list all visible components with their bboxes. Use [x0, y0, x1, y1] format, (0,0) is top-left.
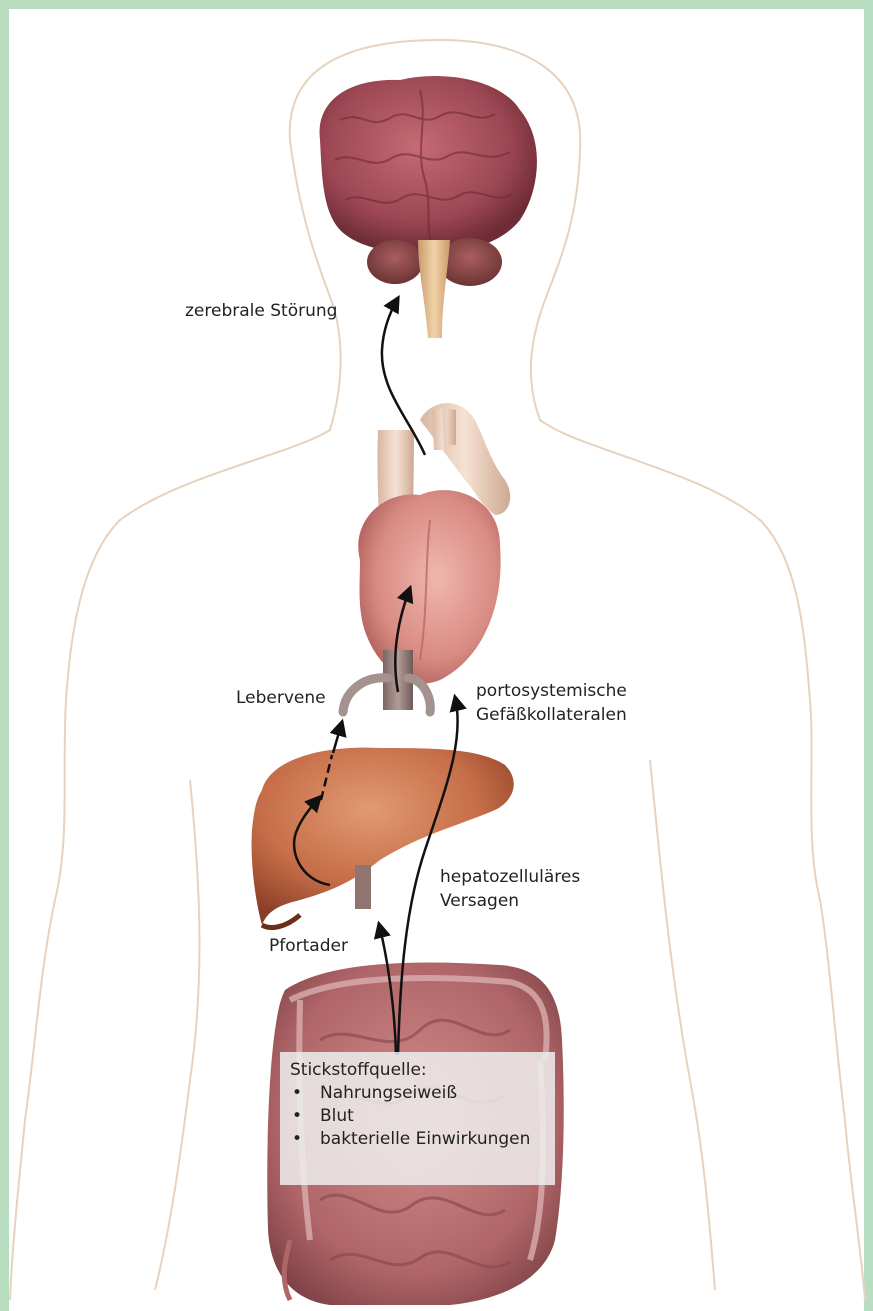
arrow-liver-to-hepatic-vein — [333, 722, 342, 753]
label-portal-vein: Pfortader — [269, 935, 348, 957]
brain-illustration — [320, 76, 537, 338]
label-collaterals-line2: Gefäßkollateralen — [476, 704, 627, 726]
label-collaterals-line1: portosystemische — [476, 680, 627, 702]
bullet-glyph: • — [292, 1105, 302, 1128]
label-hepatocellular-line2: Versagen — [440, 890, 519, 912]
heart-illustration — [358, 403, 510, 710]
bullet-glyph: • — [292, 1082, 302, 1105]
nitrogen-source-box: Stickstoffquelle: • Nahrungseiweiß • Blut … — [280, 1052, 555, 1185]
list-item-label: Nahrungseiweiß — [320, 1083, 457, 1103]
list-item: • Nahrungseiweiß — [290, 1082, 545, 1105]
list-item: • bakterielle Einwirkungen — [290, 1128, 545, 1151]
label-hepatic-vein: Lebervene — [236, 687, 326, 709]
nitrogen-source-list: • Nahrungseiweiß • Blut • bakterielle Einwi… — [290, 1082, 545, 1151]
bullet-glyph: • — [292, 1128, 302, 1151]
label-cerebral-disorder: zerebrale Störung — [185, 300, 337, 322]
nitrogen-source-title: Stickstoffquelle: — [290, 1060, 545, 1080]
list-item: • Blut — [290, 1105, 545, 1128]
list-item-label: Blut — [320, 1106, 354, 1126]
label-hepatocellular-line1: hepatozelluläres — [440, 866, 580, 888]
list-item-label: bakterielle Einwirkungen — [320, 1129, 530, 1149]
